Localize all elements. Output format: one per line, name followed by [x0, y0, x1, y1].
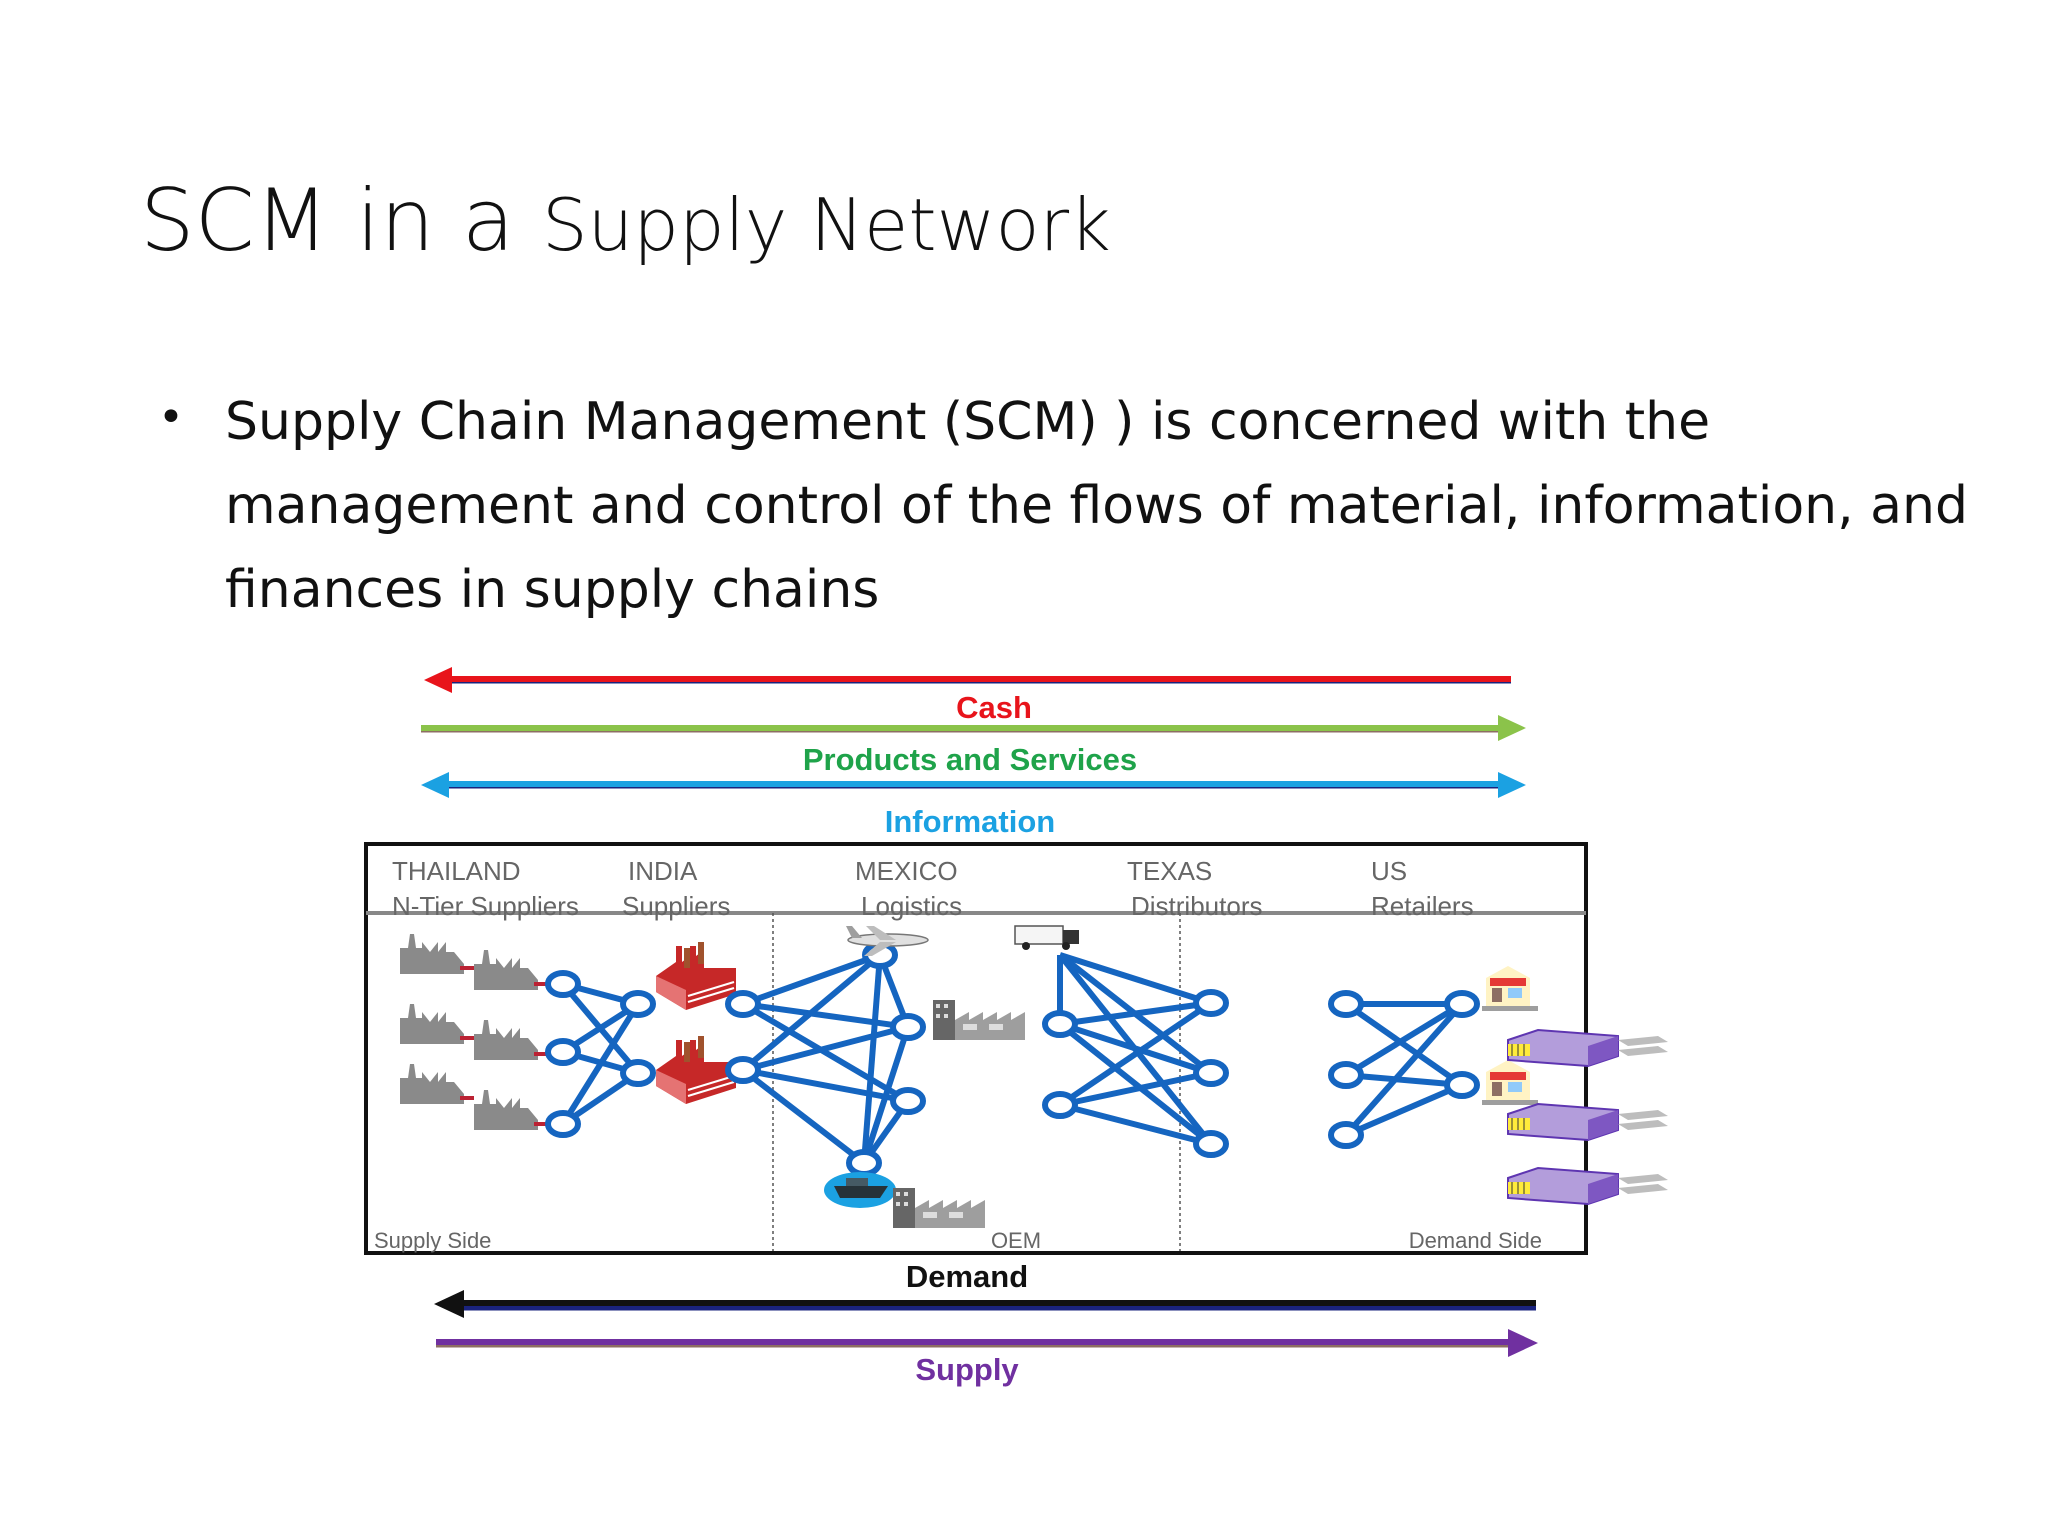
products-label: Products and Services — [803, 742, 1137, 777]
demand-side-label: Demand Side — [1409, 1228, 1542, 1253]
region-country: US — [1371, 856, 1407, 886]
region-texas: TEXAS Distributors — [1127, 856, 1262, 921]
supplier-factories — [655, 941, 737, 1105]
supply-arrow — [436, 1329, 1538, 1357]
information-arrow — [421, 772, 1526, 798]
ship-icon — [824, 1172, 896, 1208]
truck-icon — [1014, 925, 1079, 950]
bullet-marker: • — [158, 392, 184, 443]
title-part-1: SCM in a — [140, 171, 542, 271]
region-thailand: THAILAND N-Tier Suppliers — [392, 856, 579, 921]
slide-title: SCM in a Supply Network — [140, 178, 1111, 264]
region-mexico: MEXICO Logistics — [855, 856, 962, 921]
bullet-text: Supply Chain Management (SCM) ) is conce… — [225, 392, 1968, 620]
cash-label: Cash — [956, 690, 1032, 725]
information-label: Information — [885, 804, 1056, 839]
region-country: MEXICO — [855, 856, 958, 886]
region-country: INDIA — [628, 856, 698, 886]
n-tier-supplier-factories — [400, 934, 548, 1130]
region-us: US Retailers — [1371, 856, 1474, 921]
demand-label: Demand — [906, 1259, 1028, 1294]
region-role: N-Tier Suppliers — [392, 891, 579, 921]
port-warehouse-icon — [893, 1188, 985, 1228]
supply-label: Supply — [915, 1352, 1019, 1387]
region-country: TEXAS — [1127, 856, 1212, 886]
airplane-icon — [846, 926, 929, 956]
oem-label: OEM — [991, 1228, 1041, 1253]
products-arrow — [421, 715, 1526, 741]
demand-arrow — [434, 1290, 1536, 1318]
warehouse-icon — [933, 1000, 1025, 1040]
cash-arrow — [424, 667, 1511, 693]
product-icons — [1507, 1029, 1669, 1205]
region-role: Distributors — [1131, 891, 1262, 921]
region-india: INDIA Suppliers — [622, 856, 730, 921]
network-nodes — [545, 941, 1480, 1177]
supply-side-label: Supply Side — [374, 1228, 491, 1253]
region-role: Logistics — [861, 891, 962, 921]
title-part-2: Supply Network — [541, 183, 1111, 267]
region-role: Suppliers — [622, 891, 730, 921]
region-country: THAILAND — [392, 856, 521, 886]
region-role: Retailers — [1371, 891, 1474, 921]
